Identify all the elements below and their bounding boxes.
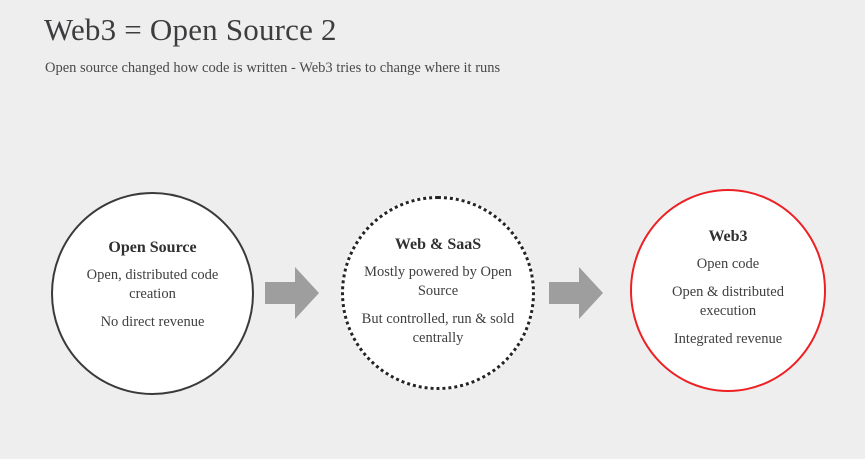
node-title-web3: Web3 — [708, 228, 748, 245]
diagram-node-open-source[interactable]: Open Source Open, distributed code creat… — [51, 192, 254, 395]
node-line-web3-1: Open code — [696, 256, 760, 272]
diagram-node-web3[interactable]: Web3 Open code Open & distributed execut… — [630, 189, 826, 392]
arrow-right-icon-2 — [549, 265, 603, 321]
node-line-web3-2: Open & distributed execution — [672, 284, 784, 319]
node-line-web-saas-2: But controlled, run & sold centrally — [361, 311, 515, 346]
node-line-web-saas-1: Mostly powered by Open Source — [364, 264, 512, 299]
node-line-web3-3: Integrated revenue — [673, 331, 783, 347]
page-subtitle: Open source changed how code is written … — [45, 60, 501, 76]
node-title-open-source: Open Source — [108, 239, 197, 256]
slide-header: Web3 = Open Source 2 Open source changed… — [44, 10, 824, 78]
node-line-open-source-1: Open, distributed code creation — [86, 267, 219, 302]
node-title-web-saas: Web & SaaS — [394, 236, 482, 253]
arrow-right-icon-1 — [265, 265, 319, 321]
diagram-node-web-saas[interactable]: Web & SaaS Mostly powered by Open Source… — [341, 196, 535, 390]
page-title: Web3 = Open Source 2 — [44, 12, 337, 47]
node-line-open-source-2: No direct revenue — [100, 314, 205, 330]
